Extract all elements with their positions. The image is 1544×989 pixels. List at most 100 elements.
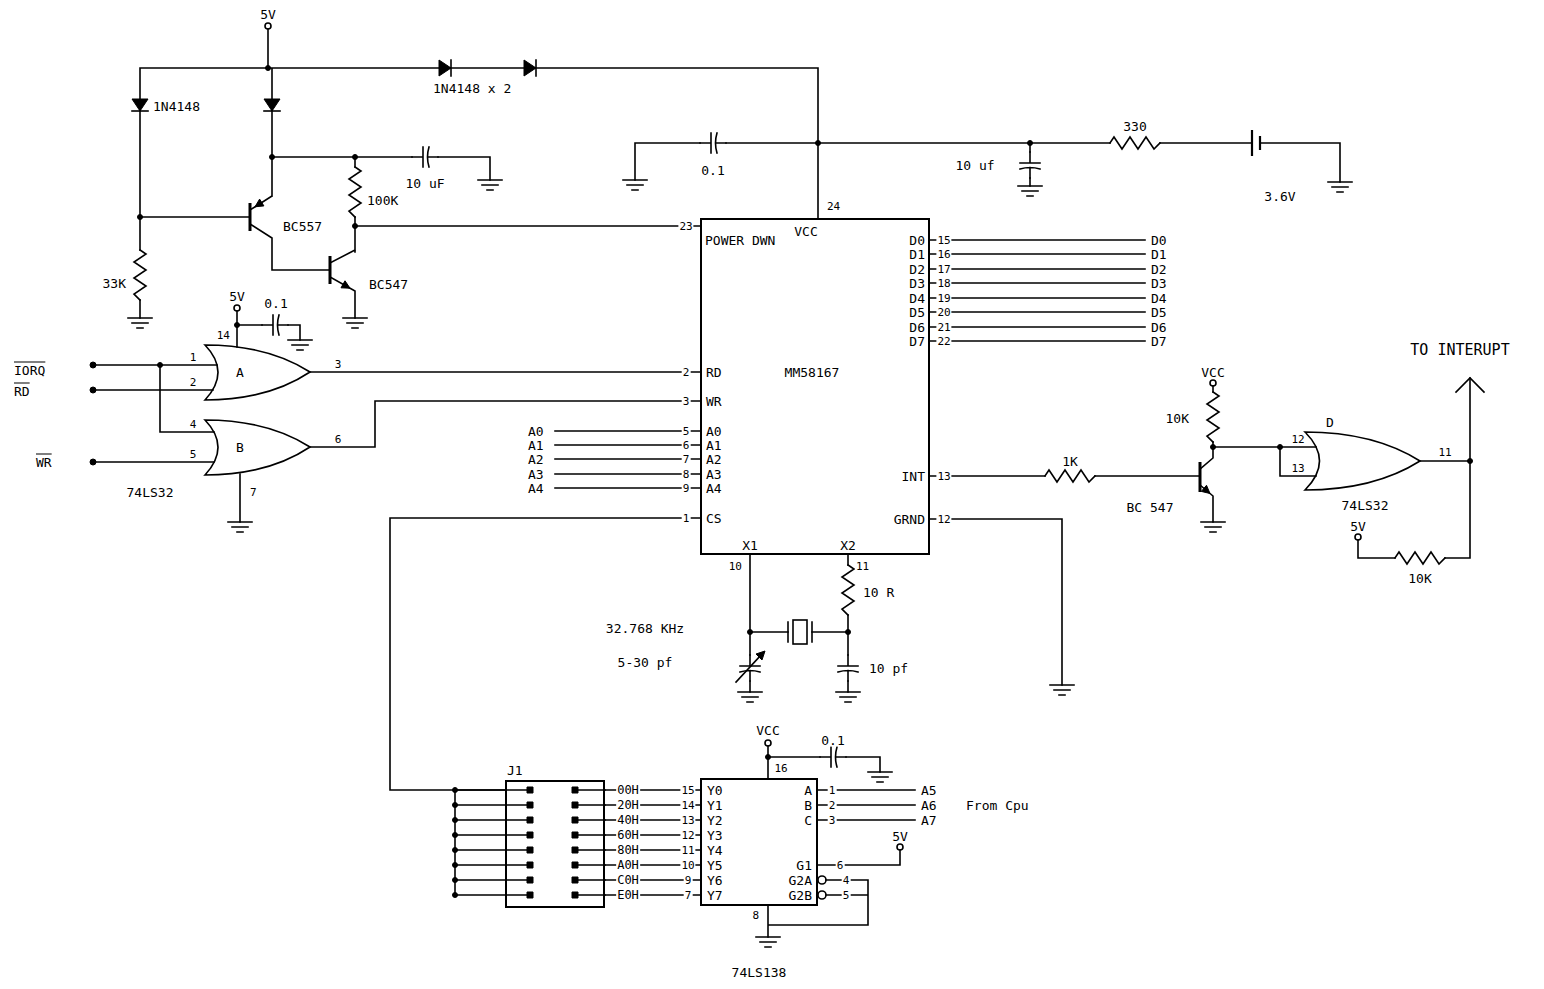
junction-dot	[816, 141, 821, 146]
pin-name: RD	[706, 366, 722, 379]
pin-number: 5	[682, 426, 691, 437]
pin-number: 4	[189, 419, 198, 430]
capacitor-symbol	[262, 315, 288, 335]
part-label: 1N4148	[152, 100, 201, 113]
ground-symbol	[756, 937, 780, 947]
pin-name: Y2	[707, 814, 723, 827]
pin-number: 12	[1290, 434, 1305, 445]
signal-label: D0	[1150, 234, 1168, 247]
pin-name: G2A	[789, 874, 812, 887]
pin-number: 7	[682, 454, 691, 465]
wire	[555, 431, 700, 488]
signal-label: A7	[920, 814, 938, 827]
pin-number: 8	[751, 910, 760, 921]
pin-number: 17	[936, 264, 951, 275]
ground-symbol	[128, 318, 152, 328]
pin-name: Y0	[707, 784, 723, 797]
ground-symbol	[478, 180, 502, 190]
pin-name: X2	[840, 539, 856, 552]
address-label: E0H	[616, 889, 640, 901]
pin-number: 24	[826, 201, 841, 212]
junction-dot	[1211, 445, 1216, 450]
signal-label: D5	[1150, 306, 1168, 319]
pin-number: 3	[334, 359, 343, 370]
part-label: 0.1	[700, 164, 725, 177]
signal-label: A0	[527, 425, 545, 438]
capacitor-symbol	[700, 133, 726, 153]
emitter-arrow	[255, 199, 264, 207]
pin-number: 20	[936, 307, 951, 318]
junction-dot	[748, 630, 753, 635]
supply-label: 5V	[1349, 520, 1367, 533]
capacitor-symbol	[412, 147, 438, 167]
pin-name: Y3	[707, 829, 723, 842]
supply-label: VCC	[755, 724, 780, 737]
signal-label: D3	[1150, 277, 1168, 290]
pin-name: D7	[909, 335, 925, 348]
pin-number: 11	[1437, 447, 1452, 458]
part-label: 330	[1122, 120, 1147, 133]
ground-symbol	[1201, 522, 1225, 532]
gate-letter: D	[1325, 416, 1335, 429]
inversion-bubble	[818, 876, 826, 884]
gate-letter: A	[235, 366, 245, 379]
ground-symbol	[288, 340, 312, 350]
signal-label: D6	[1150, 321, 1168, 334]
interrupt-arrow	[1456, 378, 1484, 392]
pin-name: X1	[742, 539, 758, 552]
jumper-pin	[527, 787, 578, 898]
pin-name: WR	[706, 395, 722, 408]
part-label: 1N4148 x 2	[432, 82, 512, 95]
signal-label: IORQ	[13, 364, 46, 377]
pin-number: 13	[680, 815, 695, 826]
emitter-arrow	[341, 281, 350, 288]
address-label: 60H	[616, 829, 640, 841]
pin-name: C	[804, 814, 812, 827]
resistor-symbol	[1395, 552, 1445, 564]
transistor-base	[250, 203, 1200, 492]
part-label: 0.1	[263, 297, 288, 310]
pin-number: 2	[189, 377, 198, 388]
pin-number: 6	[836, 860, 845, 871]
input-terminal	[90, 387, 96, 393]
signal-label: TO INTERUPT	[1409, 343, 1510, 358]
junction-dot	[846, 630, 851, 635]
part-label: 1K	[1061, 455, 1079, 468]
emitter-arrow	[1201, 485, 1210, 493]
part-label: 10K	[1165, 412, 1190, 425]
capacitor-symbol	[740, 655, 760, 681]
junction-dot	[353, 224, 358, 229]
pin-name: D0	[909, 234, 925, 247]
junction-dot	[1028, 141, 1033, 146]
pin-name: INT	[902, 470, 925, 483]
part-label: 10 uF	[404, 177, 445, 190]
pin-number: 19	[936, 293, 951, 304]
ground-symbol	[228, 522, 252, 532]
pin-name: D4	[909, 292, 925, 305]
pin-number: 9	[684, 875, 693, 886]
junction-dot	[766, 755, 771, 760]
pin-name: Y1	[707, 799, 723, 812]
resistor-symbol	[349, 167, 361, 217]
part-label: 100K	[366, 194, 399, 207]
pin-number: 21	[936, 322, 951, 333]
pin-number: 1	[189, 352, 198, 363]
pin-name: D1	[909, 248, 925, 261]
signal-label: A6	[920, 799, 938, 812]
pin-number: 10	[728, 561, 743, 572]
supply-terminal	[265, 23, 271, 29]
signal-label: D2	[1150, 263, 1168, 276]
pin-name: GRND	[894, 513, 925, 526]
diode-symbol	[524, 60, 536, 76]
address-label: A0H	[616, 859, 640, 871]
gate-letter: B	[235, 441, 245, 454]
pin-name: A2	[706, 453, 722, 466]
pin-number: 9	[682, 483, 691, 494]
wire-connector	[390, 518, 700, 790]
trimmer-arrow	[756, 651, 765, 660]
junction-dot	[453, 803, 458, 808]
note-label: From Cpu	[965, 799, 1030, 812]
signal-label: A3	[527, 468, 545, 481]
